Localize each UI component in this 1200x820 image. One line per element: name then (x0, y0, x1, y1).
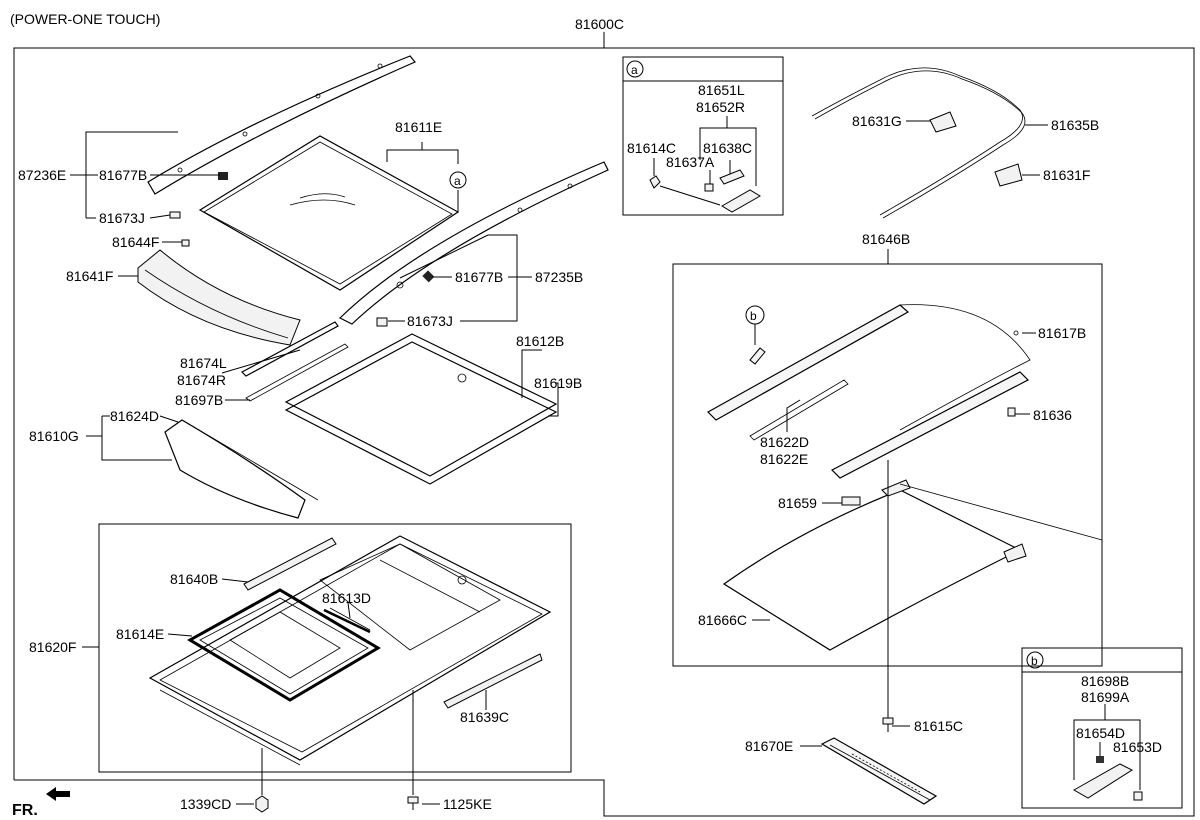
clip-81677b-right (422, 270, 435, 283)
label-81674l: 81674L (180, 355, 227, 371)
front-arrow-icon (46, 787, 70, 801)
callout-a-marker (449, 171, 467, 189)
label-87235b: 87235B (535, 269, 583, 285)
trim-81670e (820, 737, 938, 805)
rail-81639c (443, 653, 543, 709)
label-81638c: 81638C (703, 140, 752, 156)
label-81644f: 81644F (112, 234, 159, 250)
detail-b-badge-text: b (1031, 654, 1038, 668)
label-81610g: 81610G (29, 428, 79, 444)
label-81617b: 81617B (1038, 325, 1086, 341)
bolt-81615c (882, 717, 894, 732)
label-81622e: 81622E (760, 451, 808, 467)
cap-81673j-right (376, 317, 388, 327)
label-81699a: 81699A (1081, 689, 1130, 705)
cap-81673j-left (169, 211, 181, 219)
label-81637a: 81637A (666, 154, 715, 170)
callout-b-text: b (750, 309, 757, 323)
label-81659: 81659 (778, 495, 817, 511)
label-81674r: 81674R (177, 372, 226, 388)
front-direction-label: FR. (12, 802, 38, 819)
leaders-lower-left (82, 578, 487, 805)
detail-a-badge (626, 60, 644, 78)
label-81666c: 81666C (698, 612, 747, 628)
weatherstrip-81674 (241, 321, 339, 377)
nut-1339cd (255, 795, 269, 813)
seal-81613d (323, 608, 371, 634)
label-81653d: 81653D (1113, 739, 1162, 755)
label-81613d: 81613D (322, 590, 371, 606)
label-81673j-left: 81673J (99, 210, 145, 226)
label-81652r: 81652R (696, 99, 745, 115)
label-81698b: 81698B (1081, 673, 1129, 689)
deflector-panel (137, 249, 301, 346)
label-81631g: 81631G (852, 113, 902, 129)
label-81640b: 81640B (170, 571, 218, 587)
leaders-mechanism (752, 262, 1036, 747)
sunroof-frame-81620f (148, 535, 552, 766)
sunshade-front-81610g (164, 419, 319, 519)
label-81697b: 81697B (175, 392, 223, 408)
label-81619b: 81619B (534, 375, 582, 391)
label-81635b: 81635B (1051, 117, 1099, 133)
variant-title: (POWER-ONE TOUCH) (10, 11, 160, 27)
label-87236e: 87236E (18, 167, 66, 183)
label-81622d: 81622D (760, 434, 809, 450)
label-1125ke: 1125KE (443, 796, 492, 812)
label-81639c: 81639C (460, 709, 509, 725)
label-81615c: 81615C (914, 718, 963, 734)
label-81641f: 81641F (66, 268, 113, 284)
detail-a-leaders (653, 116, 757, 206)
guide-rail-assembly (707, 304, 1031, 479)
clip-81644f (181, 239, 190, 247)
label-81611e: 81611E (395, 119, 442, 135)
assembly-number: 81600C (575, 16, 624, 32)
label-81646b: 81646B (862, 231, 910, 247)
frame-subassembly-box (98, 523, 572, 773)
left-roof-rail (147, 55, 416, 195)
clip-81677b-left (218, 172, 228, 180)
label-81673j-right: 81673J (407, 313, 453, 329)
label-81614e: 81614E (116, 626, 164, 642)
callout-a-text: a (454, 174, 461, 188)
bolt-1125ke (407, 796, 419, 810)
drive-cable-assembly (811, 67, 1026, 219)
detail-a-badge-text: a (631, 63, 638, 77)
label-81620f: 81620F (29, 639, 76, 655)
assembly-frame (13, 47, 1195, 817)
label-81631f: 81631F (1043, 167, 1090, 183)
moving-glass-rear (284, 333, 558, 485)
leaders-upper-left (70, 131, 559, 461)
label-81651l: 81651L (698, 82, 745, 98)
label-81677b-left: 81677B (99, 167, 147, 183)
label-1339cd: 1339CD (180, 796, 231, 812)
right-roof-rail (338, 161, 609, 325)
rail-81640b (243, 537, 337, 591)
detail-box-a (622, 56, 784, 216)
label-81612b: 81612B (516, 333, 564, 349)
detail-box-b (1021, 647, 1183, 809)
detail-b-leaders (1073, 704, 1141, 790)
clip-81659 (841, 496, 861, 506)
label-81670e: 81670E (745, 738, 793, 754)
detail-a-parts (649, 169, 761, 213)
detail-b-parts (1072, 756, 1143, 801)
leaders-upper-right (906, 120, 1048, 176)
label-81636: 81636 (1033, 407, 1072, 423)
label-81677b-right: 81677B (455, 269, 503, 285)
sunshade-81666c (722, 479, 1103, 651)
detail-b-badge (1026, 651, 1044, 669)
label-81624d: 81624D (110, 408, 159, 424)
label-81614c: 81614C (627, 140, 676, 156)
label-81654d: 81654D (1076, 725, 1125, 741)
